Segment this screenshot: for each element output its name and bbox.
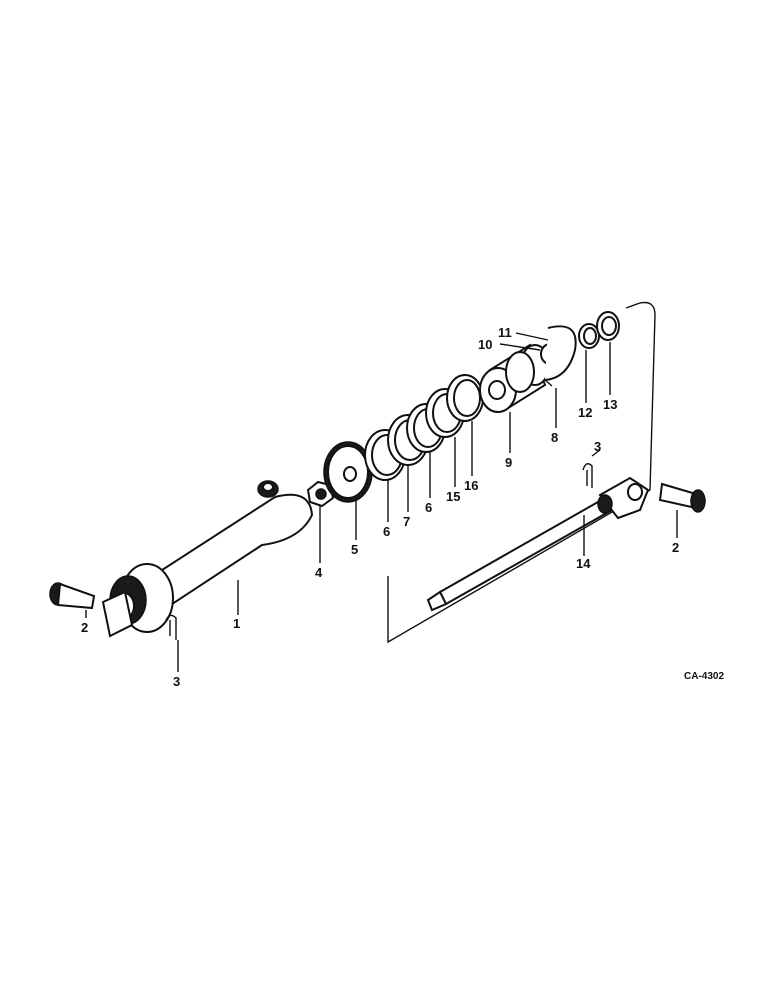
callout-16: 16 — [464, 478, 478, 493]
ring-12 — [578, 323, 600, 349]
callout-7: 7 — [403, 514, 410, 529]
callout-2-left: 2 — [81, 620, 88, 635]
callout-9: 9 — [505, 455, 512, 470]
piston-washer — [323, 441, 373, 503]
callout-2-right: 2 — [672, 540, 679, 555]
snap-ring-11 — [544, 325, 577, 381]
callout-4: 4 — [315, 565, 323, 580]
leader-lines — [85, 332, 678, 672]
callout-13: 13 — [603, 397, 617, 412]
figure-code: CA-4302 — [684, 671, 724, 682]
piston — [479, 343, 550, 413]
callout-6a: 6 — [383, 524, 390, 539]
callout-12: 12 — [578, 405, 592, 420]
rod-assembly-panel — [387, 301, 656, 644]
callout-3-left: 3 — [173, 674, 180, 689]
clevis-pin-right — [658, 482, 706, 513]
callout-11: 11 — [498, 325, 512, 340]
snap-ring-8 — [544, 379, 553, 387]
callout-6b: 6 — [425, 500, 432, 515]
callout-3-right: 3 — [594, 439, 601, 454]
callout-1: 1 — [233, 616, 240, 631]
callout-5: 5 — [351, 542, 358, 557]
ring-13 — [596, 311, 620, 341]
cotter-pin-left — [165, 614, 177, 640]
callout-8: 8 — [551, 430, 558, 445]
cylinder-barrel — [101, 480, 314, 638]
cotter-pin-right — [582, 463, 593, 488]
callout-10: 10 — [478, 337, 492, 352]
piston-rod — [426, 476, 650, 612]
callout-14: 14 — [576, 556, 591, 571]
callout-15: 15 — [446, 489, 460, 504]
seal-rings — [364, 374, 484, 481]
nut — [306, 480, 335, 508]
clevis-pin-left — [49, 582, 96, 610]
